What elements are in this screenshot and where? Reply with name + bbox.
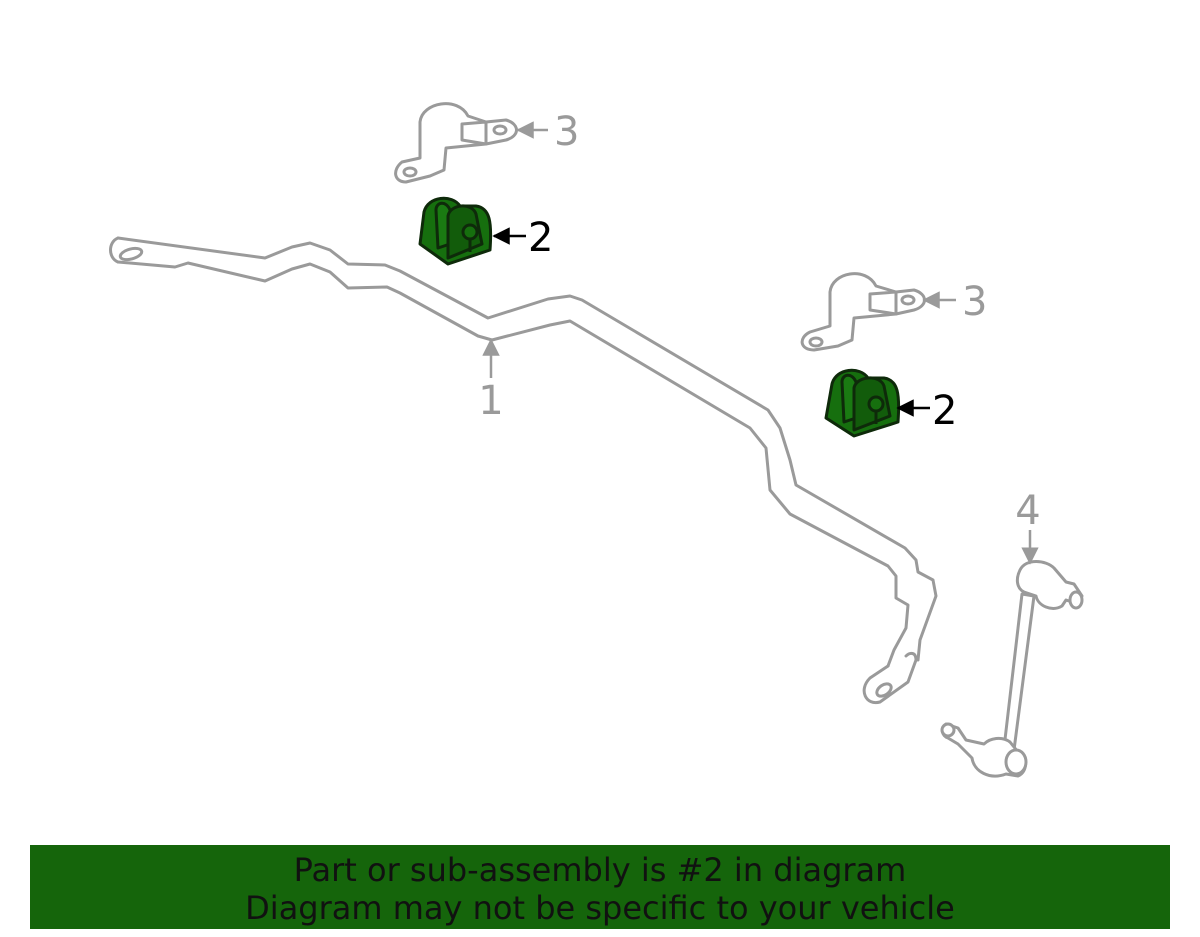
callout-label-1: 1 [478,378,503,424]
banner-line-disclaimer: Diagram may not be specific to your vehi… [245,889,955,927]
callout-label-3-lower: 3 [962,279,987,325]
banner-line-part-number: Part or sub-assembly is #2 in diagram [293,851,907,889]
bracket-upper [394,102,518,184]
callout-label-2-lower: 2 [932,388,957,434]
bracket-lower [800,272,926,352]
stabilizer-link [940,560,1084,778]
parts-diagram: 1 3 3 4 2 2 [109,102,1084,778]
callout-label-3-upper: 3 [554,109,579,155]
bushing-upper [418,196,493,266]
info-banner: Part or sub-assembly is #2 in diagram Di… [30,845,1170,929]
callout-label-2-upper: 2 [528,215,553,261]
callout-label-4: 4 [1015,488,1040,534]
stabilizer-bar [109,236,938,705]
bushing-lower [824,368,901,438]
